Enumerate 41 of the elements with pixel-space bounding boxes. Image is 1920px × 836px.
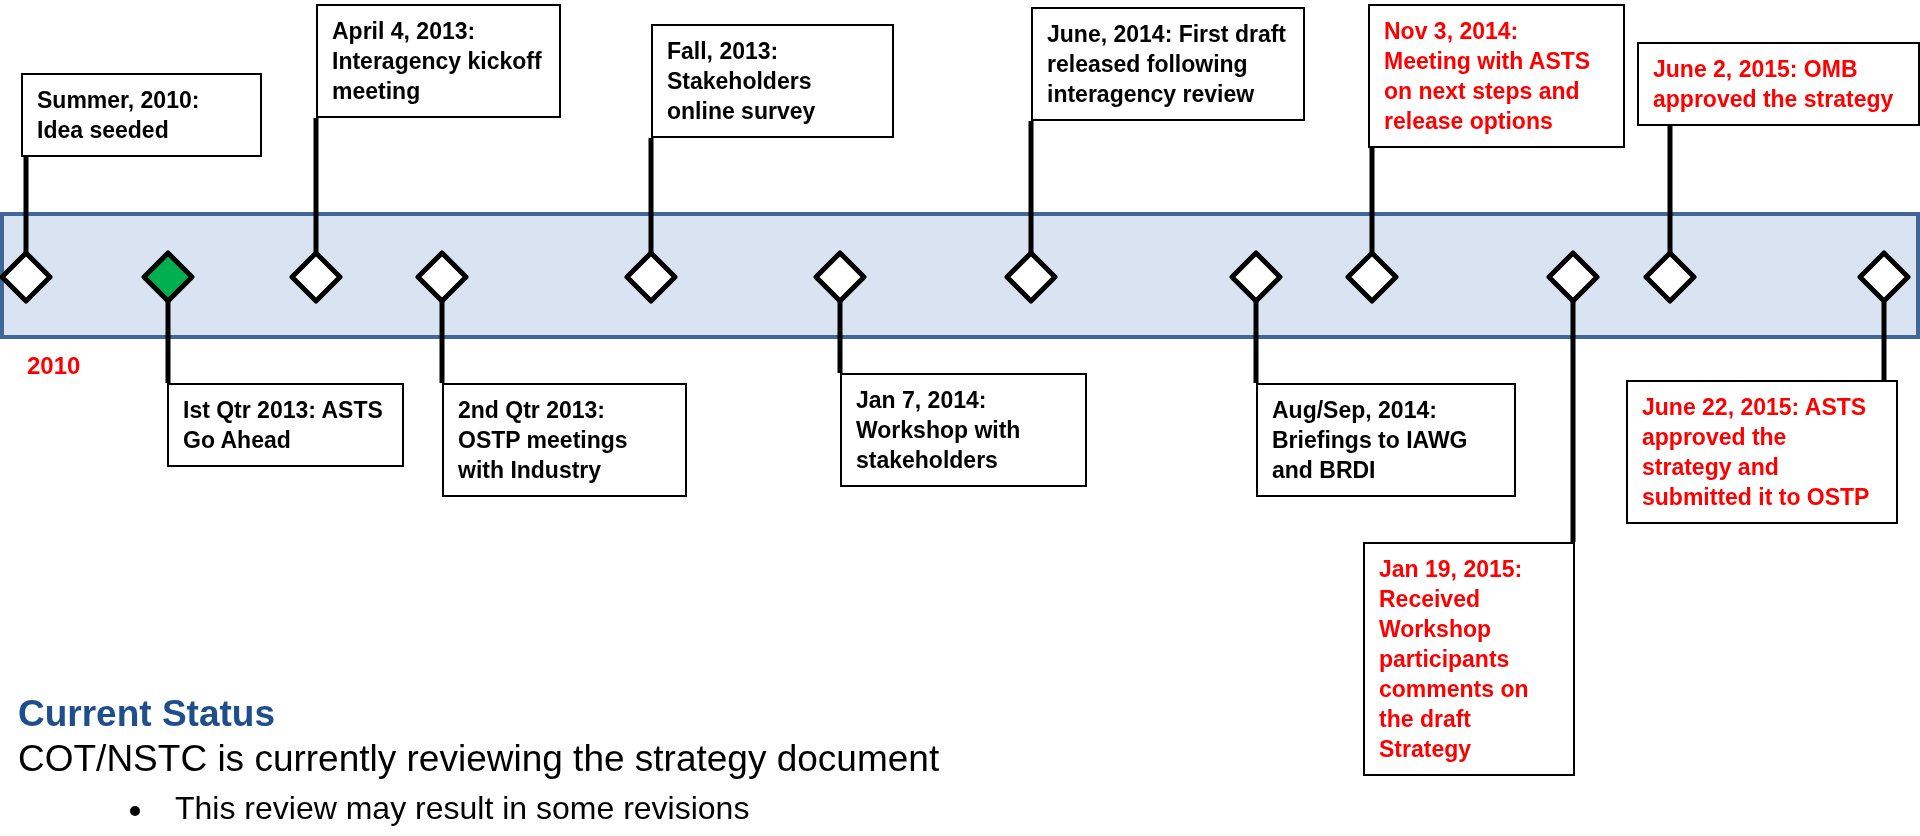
leader-line <box>1881 300 1887 380</box>
event-callout: Jan 7, 2014: Workshop with stakeholders <box>840 373 1087 487</box>
event-callout: Fall, 2013: Stakeholders online survey <box>651 24 894 138</box>
leader-line <box>1253 300 1259 383</box>
event-callout: June 22, 2015: ASTS approved the strategy and submitted it to OSTP <box>1626 380 1898 524</box>
event-callout: April 4, 2013: Interagency kickoff meeting <box>316 4 561 118</box>
event-callout: June 2, 2015: OMB approved the strategy <box>1637 42 1920 126</box>
milestone-diamond <box>0 250 53 304</box>
event-callout: Aug/Sep, 2014: Briefings to IAWG and BRDI <box>1256 383 1516 497</box>
event-callout: Jan 19, 2015: Received Workshop participants comments on the draft Strategy <box>1363 542 1575 776</box>
leader-line <box>313 118 319 254</box>
milestone-diamond <box>289 250 343 304</box>
leader-line <box>837 300 843 373</box>
milestone-diamond <box>1229 250 1283 304</box>
milestone-diamond <box>1004 250 1058 304</box>
year-label: 2010 <box>27 352 81 380</box>
leader-line <box>23 157 29 254</box>
event-callout: June, 2014: First draft released following interagency review <box>1031 7 1305 121</box>
milestone-diamond <box>1345 250 1399 304</box>
status-text: COT/NSTC is currently reviewing the strategy document <box>18 738 940 780</box>
event-callout: Ist Qtr 2013: ASTS Go Ahead <box>167 383 404 467</box>
leader-line <box>648 138 654 254</box>
leader-line <box>1570 300 1576 542</box>
event-callout: Summer, 2010: Idea seeded <box>21 73 262 157</box>
leader-line <box>165 300 171 383</box>
leader-line <box>1369 148 1375 254</box>
leader-line <box>439 300 445 383</box>
event-callout: Nov 3, 2014: Meeting with ASTS on next steps and release options <box>1368 4 1625 148</box>
milestone-diamond <box>141 250 195 304</box>
milestone-diamond <box>415 250 469 304</box>
leader-line <box>1028 121 1034 254</box>
milestone-diamond <box>813 250 867 304</box>
section-heading: Current Status <box>18 693 275 735</box>
milestone-diamond <box>624 250 678 304</box>
milestone-diamond <box>1546 250 1600 304</box>
milestone-diamond <box>1643 250 1697 304</box>
milestone-diamond <box>1857 250 1911 304</box>
event-callout: 2nd Qtr 2013: OSTP meetings with Industry <box>442 383 687 497</box>
timeline-band <box>0 212 1920 339</box>
leader-line <box>1667 126 1673 254</box>
bullet-item: This review may result in some revisions <box>175 790 750 827</box>
